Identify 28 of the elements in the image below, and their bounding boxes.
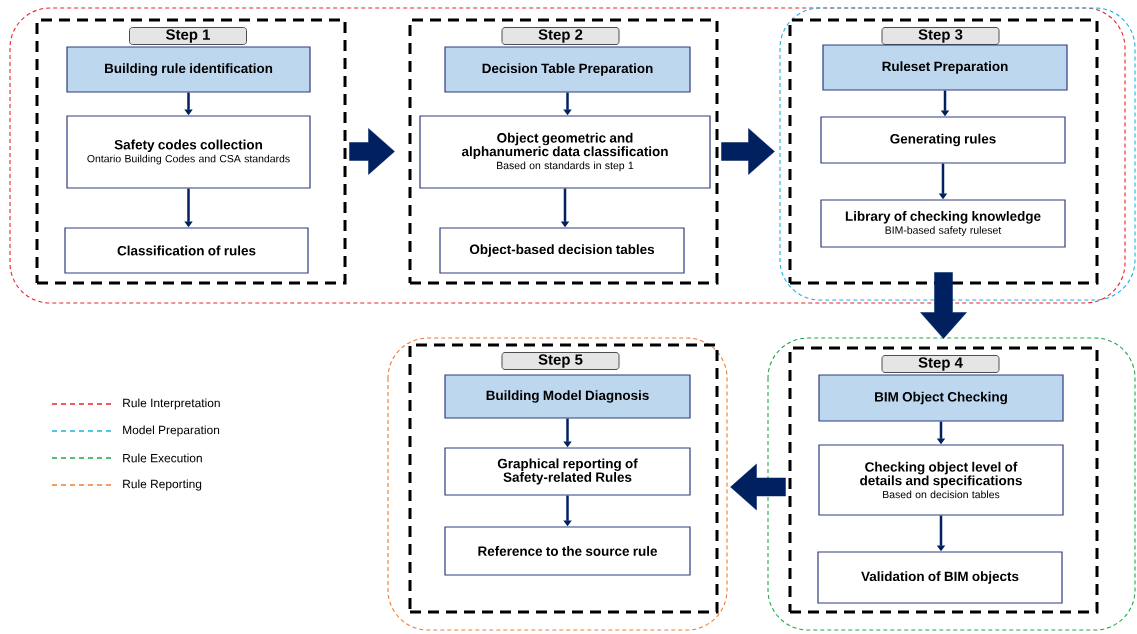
header-box: Decision Table Preparation (444, 46, 691, 93)
header-box: Building rule identification (66, 46, 311, 93)
process-box: Checking object level of details and specifications Based on decision tables (818, 444, 1064, 516)
arrow (349, 128, 395, 175)
process-box: Safety codes collection Ontario Building Codes and CSA standards (66, 115, 311, 189)
process-box: Validation of BIM objects (817, 551, 1063, 604)
process-box: Object geometric and alphanumeric data classification Based on standards in step 1 (419, 115, 711, 189)
legend-label: Rule Interpretation (123, 398, 220, 410)
process-box: Library of checking knowledge BIM-based safety ruleset (820, 199, 1066, 248)
process-box: Classification of rules (64, 227, 309, 274)
arrow (920, 272, 967, 339)
process-box: Reference to the source rule (444, 526, 691, 576)
header-box: Ruleset Preparation (822, 44, 1068, 91)
arrow (721, 128, 775, 175)
header-box: Building Model Diagnosis (444, 374, 691, 419)
legend-label: Rule Execution (123, 453, 202, 463)
process-box: Object-based decision tables (439, 227, 685, 274)
step-tab: Step 2 (501, 27, 620, 45)
step-tab: Step 1 (129, 27, 247, 45)
legend-label: Rule Reporting (123, 479, 202, 491)
header-box: BIM Object Checking (818, 374, 1064, 422)
arrow (730, 463, 786, 511)
process-box: Graphical reporting of Safety-related Rules (444, 447, 691, 496)
step-tab: Step 3 (881, 27, 1000, 45)
legend-label: Model Preparation (123, 425, 220, 437)
step-tab: Step 5 (501, 352, 620, 370)
process-box: Generating rules (820, 116, 1066, 164)
step-tab: Step 4 (881, 355, 1000, 373)
